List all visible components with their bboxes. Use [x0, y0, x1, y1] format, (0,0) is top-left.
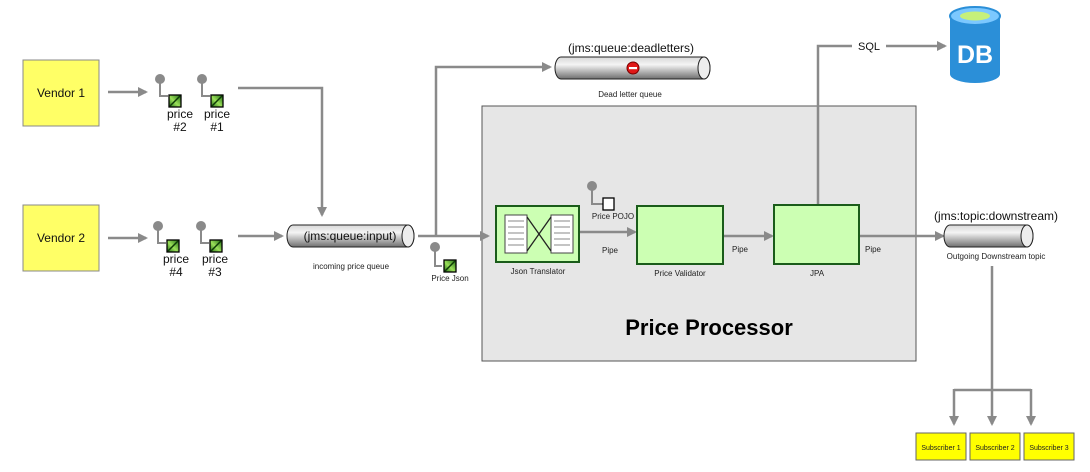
deadletters-queue-caption: Dead letter queue [598, 90, 662, 99]
downstream-topic-name: (jms:topic:downstream) [934, 209, 1058, 223]
db-label: DB [957, 41, 993, 69]
translator-icon [504, 214, 574, 254]
empty-message-icon [602, 197, 615, 211]
input-to-deadletters-arrow [434, 62, 552, 236]
downstream-topic-caption: Outgoing Downstream topic [947, 252, 1046, 261]
message-envelope-icon [209, 239, 223, 253]
jpa-node [773, 204, 860, 265]
deadletters-queue-cylinder [554, 56, 711, 80]
price-processor-title: Price Processor [625, 315, 793, 340]
stop-icon [626, 61, 640, 75]
sql-label: SQL [858, 41, 880, 53]
database-icon: DB [949, 6, 1001, 83]
price-1-line2: #1 [210, 120, 224, 134]
message-envelope-icon [210, 94, 224, 108]
price-pojo-label: Price POJO [592, 212, 634, 221]
price-3-line1: price [202, 252, 228, 266]
price-json-label: Price Json [431, 274, 468, 283]
jpa-to-db-arrow [816, 41, 947, 205]
price-3-channel: price #3 [196, 221, 228, 279]
price-2-line2: #2 [173, 120, 187, 134]
message-envelope-icon [166, 239, 180, 253]
message-envelope-icon [168, 94, 182, 108]
price-2-line1: price [167, 107, 193, 121]
price-4-channel: price #4 [153, 221, 189, 279]
json-translator-label: Json Translator [511, 267, 566, 276]
input-queue-name: (jms:queue:input) [304, 229, 397, 243]
price-4-line2: #4 [169, 265, 183, 279]
price-validator-label: Price Validator [654, 269, 706, 278]
pipe-label-2: Pipe [732, 245, 749, 254]
vendor-1-node: Vendor 1 [22, 59, 100, 127]
deadletters-queue-name: (jms:queue:deadletters) [568, 41, 694, 55]
subscriber-1-node: Subscriber 1 [915, 432, 967, 461]
message-envelope-icon [443, 259, 457, 273]
price-1-channel: price #1 [197, 74, 230, 134]
input-queue-cylinder: (jms:queue:input) [286, 224, 415, 248]
subscriber-1-label: Subscriber 1 [921, 445, 960, 452]
json-translator-node [495, 205, 580, 263]
price-json-channel: Price Json [430, 242, 469, 283]
price-2-channel: price #2 [155, 74, 193, 134]
prices12-to-input-arrow [238, 86, 327, 217]
pipe-label-3: Pipe [865, 245, 882, 254]
downstream-topic-cylinder [943, 224, 1034, 248]
price-pojo-channel: Price POJO [587, 181, 634, 221]
vendor-2-label: Vendor 2 [37, 231, 85, 245]
subscriber-2-label: Subscriber 2 [975, 445, 1014, 452]
vendor-2-node: Vendor 2 [22, 204, 100, 272]
subscriber-3-node: Subscriber 3 [1023, 432, 1075, 461]
price-validator-node [636, 205, 724, 265]
subscriber-3-label: Subscriber 3 [1029, 445, 1068, 452]
jpa-label: JPA [810, 269, 825, 278]
vendor-1-label: Vendor 1 [37, 86, 85, 100]
pipe-label-1: Pipe [602, 246, 619, 255]
price-3-line2: #3 [208, 265, 222, 279]
input-queue-caption: incoming price queue [313, 262, 390, 271]
price-4-line1: price [163, 252, 189, 266]
subscriber-2-node: Subscriber 2 [969, 432, 1021, 461]
price-1-line1: price [204, 107, 230, 121]
